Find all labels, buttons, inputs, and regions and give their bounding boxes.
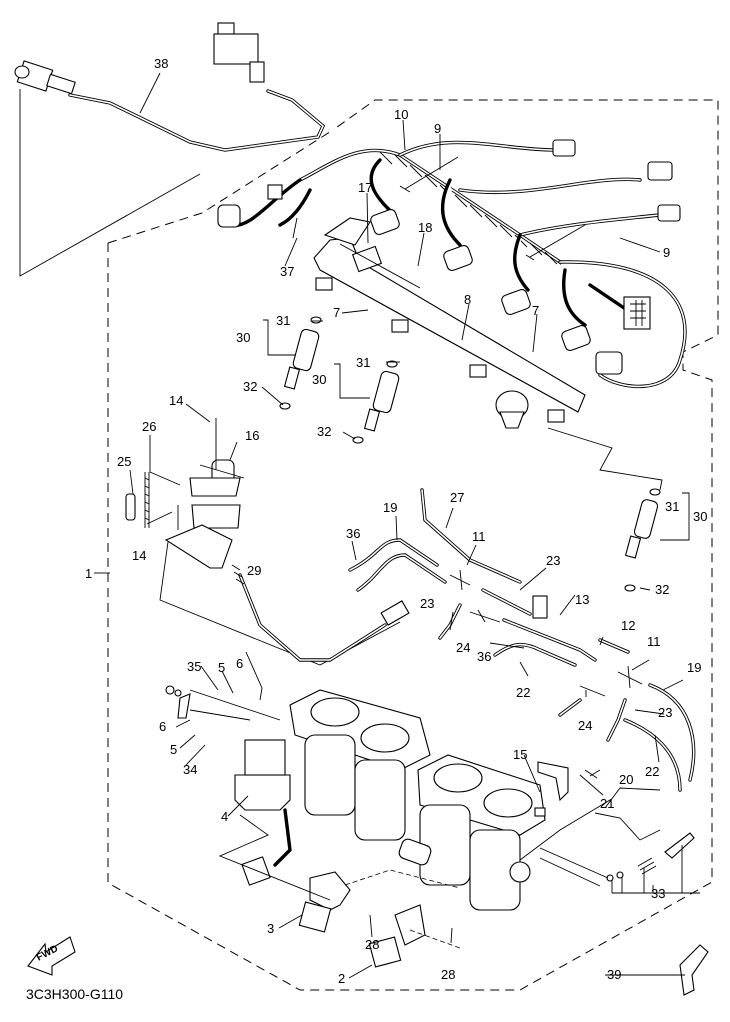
callout-4[interactable]: 4 [221,809,229,824]
callout-2[interactable]: 2 [338,971,346,986]
valve-assembly-part-16 [125,418,401,666]
callout-11[interactable]: 11 [472,529,486,544]
callout-14[interactable]: 14 [132,548,147,563]
callout-8[interactable]: 8 [464,292,472,307]
callout-23[interactable]: 23 [546,553,561,568]
callout-22[interactable]: 22 [645,764,660,779]
callout-24[interactable]: 24 [456,640,471,655]
callout-28[interactable]: 28 [441,967,456,982]
callout-5[interactable]: 5 [170,742,178,757]
callout-30[interactable]: 30 [236,330,251,345]
callout-20[interactable]: 20 [619,772,634,787]
callout-30[interactable]: 30 [312,372,327,387]
callout-19[interactable]: 19 [687,660,702,675]
callout-33[interactable]: 33 [651,886,666,901]
throttle-cable-part-29 [231,564,410,662]
callout-22[interactable]: 22 [516,685,531,700]
cable-tie-part-9 [399,156,586,261]
callout-21[interactable]: 21 [600,796,615,811]
callout-11[interactable]: 11 [647,634,661,649]
callout-37[interactable]: 37 [280,264,295,279]
callout-27[interactable]: 27 [450,490,465,505]
callout-30[interactable]: 30 [693,509,708,524]
callout-1[interactable]: 1 [85,566,93,581]
callout-32[interactable]: 32 [655,582,670,597]
callout-34[interactable]: 34 [183,762,198,777]
callout-28[interactable]: 28 [365,937,380,952]
callout-15[interactable]: 15 [513,747,528,762]
callout-6[interactable]: 6 [236,656,244,671]
callout-23[interactable]: 23 [658,705,673,720]
callout-7[interactable]: 7 [333,305,341,320]
callout-19[interactable]: 19 [383,500,398,515]
callout-24[interactable]: 24 [578,718,593,733]
callout-36[interactable]: 36 [346,526,361,541]
callout-38[interactable]: 38 [154,56,169,71]
callout-25[interactable]: 25 [117,454,132,469]
callout-26[interactable]: 26 [142,419,157,434]
callout-13[interactable]: 13 [575,592,590,607]
callout-9[interactable]: 9 [663,245,671,260]
callout-31[interactable]: 31 [665,499,680,514]
callout-7[interactable]: 7 [532,303,540,318]
bracket-and-screw-parts [519,761,709,996]
callout-9[interactable]: 9 [434,121,442,136]
callout-23[interactable]: 23 [420,596,435,611]
callout-36[interactable]: 36 [477,649,492,664]
callout-35[interactable]: 35 [187,659,202,674]
callout-31[interactable]: 31 [356,355,371,370]
leader-lines [94,72,700,979]
callout-5[interactable]: 5 [218,660,226,675]
injector-part-30 [279,316,663,592]
fwd-arrow-icon [27,936,76,976]
callout-32[interactable]: 32 [317,424,332,439]
callout-29[interactable]: 29 [247,563,262,578]
assembly-boundary [107,99,719,991]
fuel-hose-part-38 [14,22,326,277]
wire-harness-part-10 [217,139,687,389]
callout-6[interactable]: 6 [159,719,167,734]
callout-14[interactable]: 14 [169,393,184,408]
callout-3[interactable]: 3 [267,921,275,936]
throttle-body-assembly [165,685,546,968]
callout-32[interactable]: 32 [243,379,258,394]
callout-12[interactable]: 12 [621,618,636,633]
callout-10[interactable]: 10 [394,107,409,122]
callout-39[interactable]: 39 [607,967,622,982]
callout-17[interactable]: 17 [358,180,373,195]
fuel-rail-part-8 [313,217,586,429]
callout-18[interactable]: 18 [418,220,433,235]
callout-16[interactable]: 16 [245,428,260,443]
hoses-and-fittings [348,488,696,792]
callout-31[interactable]: 31 [276,313,291,328]
diagram-reference-code: 3C3H300-G110 [26,986,124,1002]
